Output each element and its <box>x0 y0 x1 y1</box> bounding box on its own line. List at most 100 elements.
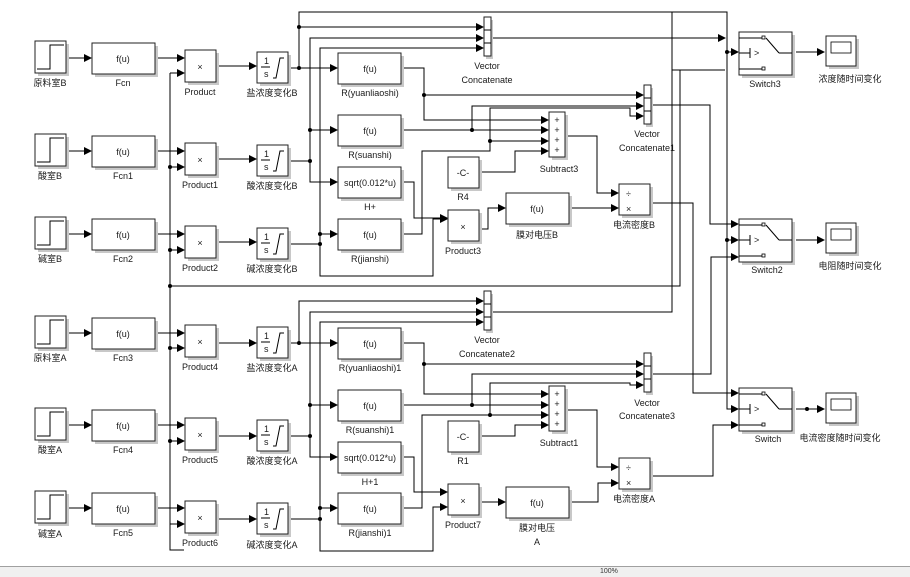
step-icon <box>37 220 64 246</box>
product5-block[interactable]: × Product5 <box>182 417 219 465</box>
block-label: H+ <box>364 202 376 212</box>
fcn3-block[interactable]: f(u) Fcn3 <box>91 317 158 363</box>
product4-block[interactable]: × Product4 <box>182 324 219 372</box>
membrane-voltage-A-block[interactable]: f(u) 膜对电压 A <box>505 486 572 547</box>
block-label: Fcn5 <box>113 528 133 538</box>
subtract1-block[interactable]: + + + + Subtract1 <box>540 385 579 448</box>
block-expression: f(u) <box>530 498 544 508</box>
divide-icon: ÷ <box>626 189 631 199</box>
block-label: 浓度随时间变化 <box>818 73 881 84</box>
r-jianshi-block[interactable]: f(u) R(jianshi) <box>337 218 404 264</box>
integrator-acid-A[interactable]: 1 s 酸浓度变化A <box>246 419 298 466</box>
integrator-base-B[interactable]: 1 s 碱浓度变化B <box>246 227 298 274</box>
integral-icon <box>273 57 284 79</box>
step-block-acid-A[interactable]: 酸室A <box>34 407 69 455</box>
block-label: 电流密度A <box>613 493 655 504</box>
integrator-base-A[interactable]: 1 s 碱浓度变化A <box>246 502 298 550</box>
scope-concentration[interactable]: 浓度随时间变化 <box>818 35 882 84</box>
product1-block[interactable]: × Product1 <box>182 142 219 190</box>
block-label: R(jianshi)1 <box>348 528 391 538</box>
integrator-acid-B[interactable]: 1 s 酸浓度变化B <box>246 144 298 191</box>
r-yuanliaoshi-block[interactable]: f(u) R(yuanliaoshi) <box>337 52 404 98</box>
product6-block[interactable]: × Product6 <box>182 500 219 548</box>
fcn1-block[interactable]: f(u) Fcn1 <box>91 135 158 181</box>
block-expression: f(u) <box>116 230 130 240</box>
block-label: 盐浓度变化B <box>246 87 297 98</box>
switch2-block[interactable]: > Switch2 <box>738 218 795 275</box>
integrator-numerator: 1 <box>264 331 269 341</box>
step-block-raw-B[interactable]: 原料室B <box>33 40 69 88</box>
block-label: 碱浓度变化B <box>246 263 297 274</box>
block-expression: f(u) <box>116 147 130 157</box>
product2-block[interactable]: × Product2 <box>182 225 219 273</box>
block-label: R(suanshi) <box>348 150 392 160</box>
product-block[interactable]: × Product <box>184 49 219 97</box>
fcn2-block[interactable]: f(u) Fcn2 <box>91 218 158 264</box>
block-label: Fcn <box>115 78 130 88</box>
switch3-block[interactable]: > Switch3 <box>738 31 795 89</box>
sign-plus: + <box>554 419 559 429</box>
integrator-numerator: 1 <box>264 149 269 159</box>
multiply-icon: × <box>197 430 202 440</box>
membrane-voltage-B-block[interactable]: f(u) 膜对电压B <box>505 192 572 240</box>
block-expression: f(u) <box>530 204 544 214</box>
integrator-denominator: s <box>264 245 269 255</box>
block-label-line1: Vector <box>634 398 660 408</box>
vector-concatenate1-block[interactable]: Vector Concatenate1 <box>619 84 675 153</box>
r1-constant-block[interactable]: -C- R1 <box>447 420 482 466</box>
block-expression: f(u) <box>116 54 130 64</box>
signal-lines-B <box>67 11 825 551</box>
h-plus-block[interactable]: sqrt(0.012*u) H+ <box>337 166 404 212</box>
switch-icon <box>739 35 792 71</box>
scope-resistance[interactable]: 电阻随时间变化 <box>818 222 882 271</box>
product3-block[interactable]: × Product3 <box>445 209 482 256</box>
block-label: R(yuanliaoshi)1 <box>339 363 402 373</box>
integrator-salt-A[interactable]: 1 s 盐浓度变化A <box>246 326 298 373</box>
integral-icon <box>273 233 284 255</box>
block-label-line2: Concatenate2 <box>459 349 515 359</box>
product7-block[interactable]: × Product7 <box>445 483 482 530</box>
block-label-line2: Concatenate1 <box>619 143 675 153</box>
r4-constant-block[interactable]: -C- R4 <box>447 156 482 202</box>
integrator-denominator: s <box>264 162 269 172</box>
step-block-acid-B[interactable]: 酸室B <box>34 133 69 181</box>
step-icon <box>37 319 64 345</box>
scope-icon <box>830 398 852 411</box>
fcn4-block[interactable]: f(u) Fcn4 <box>91 409 158 455</box>
step-block-base-A[interactable]: 碱室A <box>34 490 69 539</box>
block-label: 碱室A <box>38 528 62 539</box>
block-label: 酸室B <box>38 170 62 181</box>
block-label: Fcn3 <box>113 353 133 363</box>
r-suanshi1-block[interactable]: f(u) R(suanshi)1 <box>337 389 404 435</box>
block-label: Product <box>184 87 216 97</box>
switch-block[interactable]: > Switch <box>738 387 795 444</box>
integrator-salt-B[interactable]: 1 s 盐浓度变化B <box>246 51 298 98</box>
subtract3-block[interactable]: + + + + Subtract3 <box>540 111 579 174</box>
integrator-denominator: s <box>264 344 269 354</box>
vector-concatenate-block[interactable]: Vector Concatenate <box>461 16 513 85</box>
r-suanshi-block[interactable]: f(u) R(suanshi) <box>337 114 404 160</box>
step-block-base-B[interactable]: 碱室B <box>34 216 69 264</box>
block-expression: f(u) <box>363 401 377 411</box>
fcn5-block[interactable]: f(u) Fcn5 <box>91 492 158 538</box>
r-yuanliaoshi1-block[interactable]: f(u) R(yuanliaoshi)1 <box>337 327 404 373</box>
divide-icon: ÷ <box>626 463 631 473</box>
current-density-A-block[interactable]: ÷ × 电流密度A <box>613 457 655 504</box>
vector-concatenate2-block[interactable]: Vector Concatenate2 <box>459 290 515 359</box>
step-icon <box>37 137 64 163</box>
switch-condition: > <box>754 235 759 245</box>
r-jianshi1-block[interactable]: f(u) R(jianshi)1 <box>337 492 404 538</box>
integrator-denominator: s <box>264 69 269 79</box>
multiply-icon: × <box>197 238 202 248</box>
fcn-block[interactable]: f(u) Fcn <box>91 42 158 88</box>
current-density-B-block[interactable]: ÷ × 电流密度B <box>613 183 655 230</box>
step-block-raw-A[interactable]: 原料室A <box>33 315 69 363</box>
block-label: Subtract1 <box>540 438 579 448</box>
signal-lines-A <box>67 12 739 552</box>
scope-current-density[interactable]: 电流密度随时间变化 <box>799 392 881 443</box>
block-label: Product3 <box>445 246 481 256</box>
sign-plus: + <box>554 145 559 155</box>
vector-concatenate3-block[interactable]: Vector Concatenate3 <box>619 352 675 421</box>
h-plus1-block[interactable]: sqrt(0.012*u) H+1 <box>337 441 404 487</box>
